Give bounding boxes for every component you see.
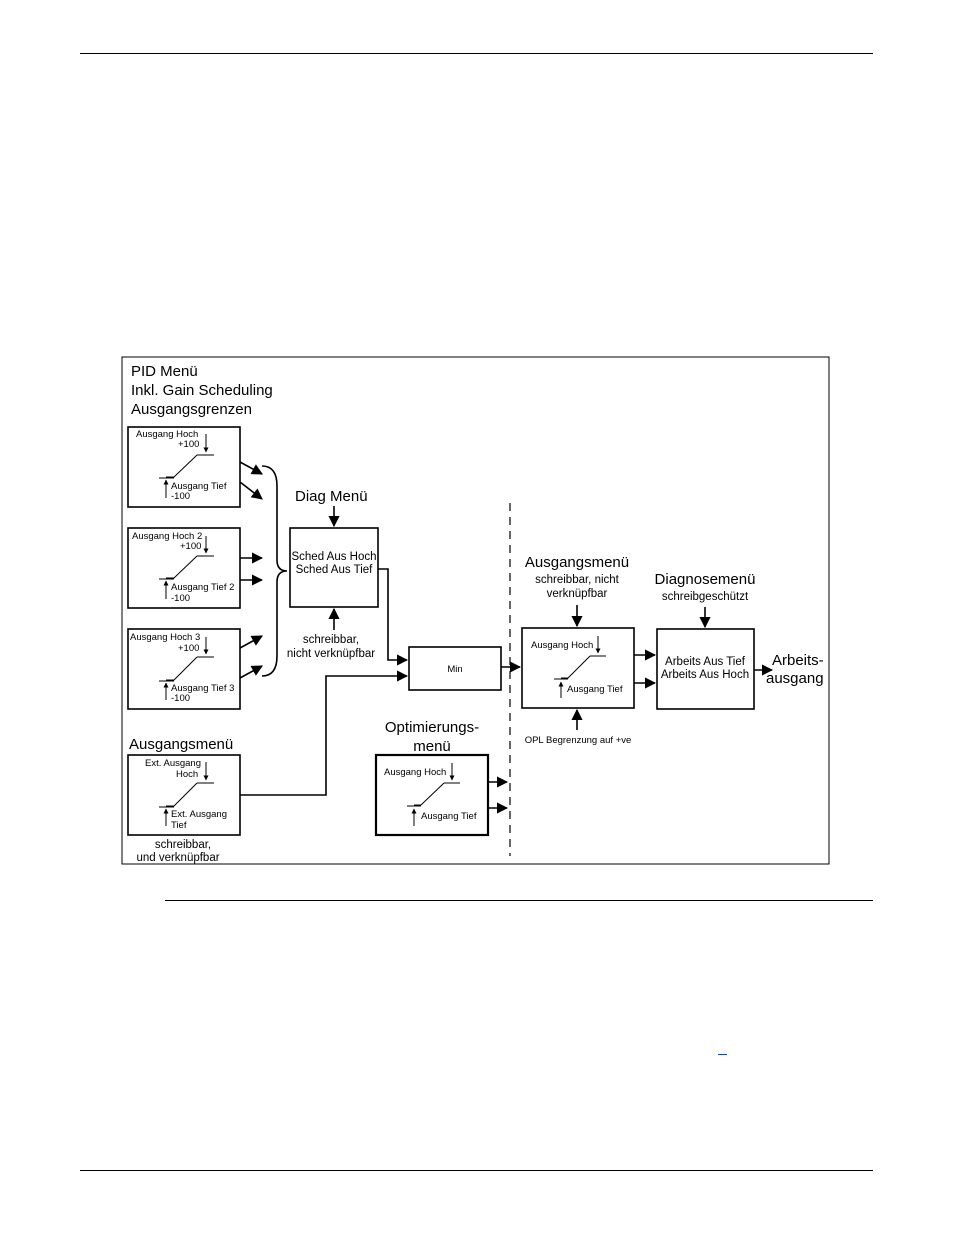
diagnosemenu-sub: schreibgeschützt (662, 591, 749, 603)
opt-tief-label: Ausgang Tief (421, 811, 477, 822)
diag-menu-box (289, 527, 379, 608)
pid-limit-box-2: Ausgang Hoch 2 +100 Ausgang Tief 2 -100 (127, 527, 241, 609)
ext-hoch-line2: Hoch (176, 769, 198, 780)
ausgangsmenu-left-title: Ausgangsmenü (129, 736, 233, 753)
right-hoch-label: Ausgang Hoch (531, 640, 593, 651)
ausgangsmenu-left-note-1: schreibbar, (155, 839, 211, 851)
ext-hoch-line1: Ext. Ausgang (145, 758, 201, 769)
box3-tief-value: -100 (171, 693, 190, 704)
footer-rule (80, 1170, 873, 1171)
pid-menu-title: PID Menü (131, 363, 198, 380)
diagram-frame (121, 356, 830, 865)
diag-sched-hoch: Sched Aus Hoch (291, 551, 376, 563)
merge-brace (261, 465, 288, 677)
box3-tief-label: Ausgang Tief 3 (171, 683, 234, 694)
min-block (408, 646, 502, 691)
pid-limit-box-1: Ausgang Hoch +100 Ausgang Tief -100 (127, 426, 241, 508)
box1-tief-value: -100 (171, 491, 190, 502)
pid-menu-subtitle-1: Inkl. Gain Scheduling (131, 382, 273, 399)
pid-menu-subtitle-2: Ausgangsgrenzen (131, 401, 252, 418)
pid-limit-box-3: Ausgang Hoch 3 +100 Ausgang Tief 3 -100 (127, 628, 241, 710)
diagnosemenu-title: Diagnosemenü (655, 571, 756, 588)
arbeits-aus-tief: Arbeits Aus Tief (665, 656, 746, 668)
arbeitsausgang-2: ausgang (766, 670, 824, 687)
diag-note-1: schreibbar, (303, 634, 359, 646)
box2-hoch-value: +100 (180, 541, 201, 552)
min-label: Min (447, 664, 462, 675)
ausgangsmenu-right-box: Ausgang Hoch Ausgang Tief (521, 627, 635, 709)
arbeitsausgang-1: Arbeits- (772, 652, 824, 669)
box2-hoch-label: Ausgang Hoch 2 (132, 531, 202, 542)
ausgangsmenu-left-note-2: und verknüpfbar (136, 852, 219, 864)
opt-hoch-label: Ausgang Hoch (384, 767, 446, 778)
pid-to-brace-arrows (239, 461, 264, 679)
box2-tief-label: Ausgang Tief 2 (171, 582, 234, 593)
optimierung-box: Ausgang Hoch Ausgang Tief (374, 753, 490, 837)
ausgangsmenu-right-note: OPL Begrenzung auf +ve (525, 735, 632, 746)
arbeits-aus-hoch: Arbeits Aus Hoch (661, 669, 749, 681)
figure-bottom-rule (165, 900, 873, 901)
ausgangsmenu-right-sub-1: schreibbar, nicht (535, 574, 620, 586)
right-tief-label: Ausgang Tief (567, 684, 623, 695)
diagnosemenu-box (656, 628, 755, 710)
box1-tief-label: Ausgang Tief (171, 481, 227, 492)
ext-tief-line1: Ext. Ausgang (171, 809, 227, 820)
header-rule (80, 53, 873, 54)
ausgangsmenu-right-title: Ausgangsmenü (525, 554, 629, 571)
diag-sched-tief: Sched Aus Tief (296, 564, 374, 576)
optimierung-title-1: Optimierungs- (385, 719, 479, 736)
footnote-link-mark[interactable] (718, 1042, 727, 1055)
ausgangsmenu-right-sub-2: verknüpfbar (547, 588, 608, 600)
box1-hoch-value: +100 (178, 439, 199, 450)
optimierung-title-2: menü (413, 738, 451, 755)
ext-tief-line2: Tief (171, 820, 187, 831)
diag-menu-title: Diag Menü (295, 488, 368, 505)
box2-tief-value: -100 (171, 593, 190, 604)
box3-hoch-label: Ausgang Hoch 3 (130, 632, 200, 643)
ext-ausgang-box: Ext. Ausgang Hoch Ext. Ausgang Tief (127, 754, 241, 836)
box3-hoch-value: +100 (178, 643, 199, 654)
box1-hoch-label: Ausgang Hoch (136, 429, 198, 440)
diag-note-2: nicht verknüpfbar (287, 648, 375, 660)
